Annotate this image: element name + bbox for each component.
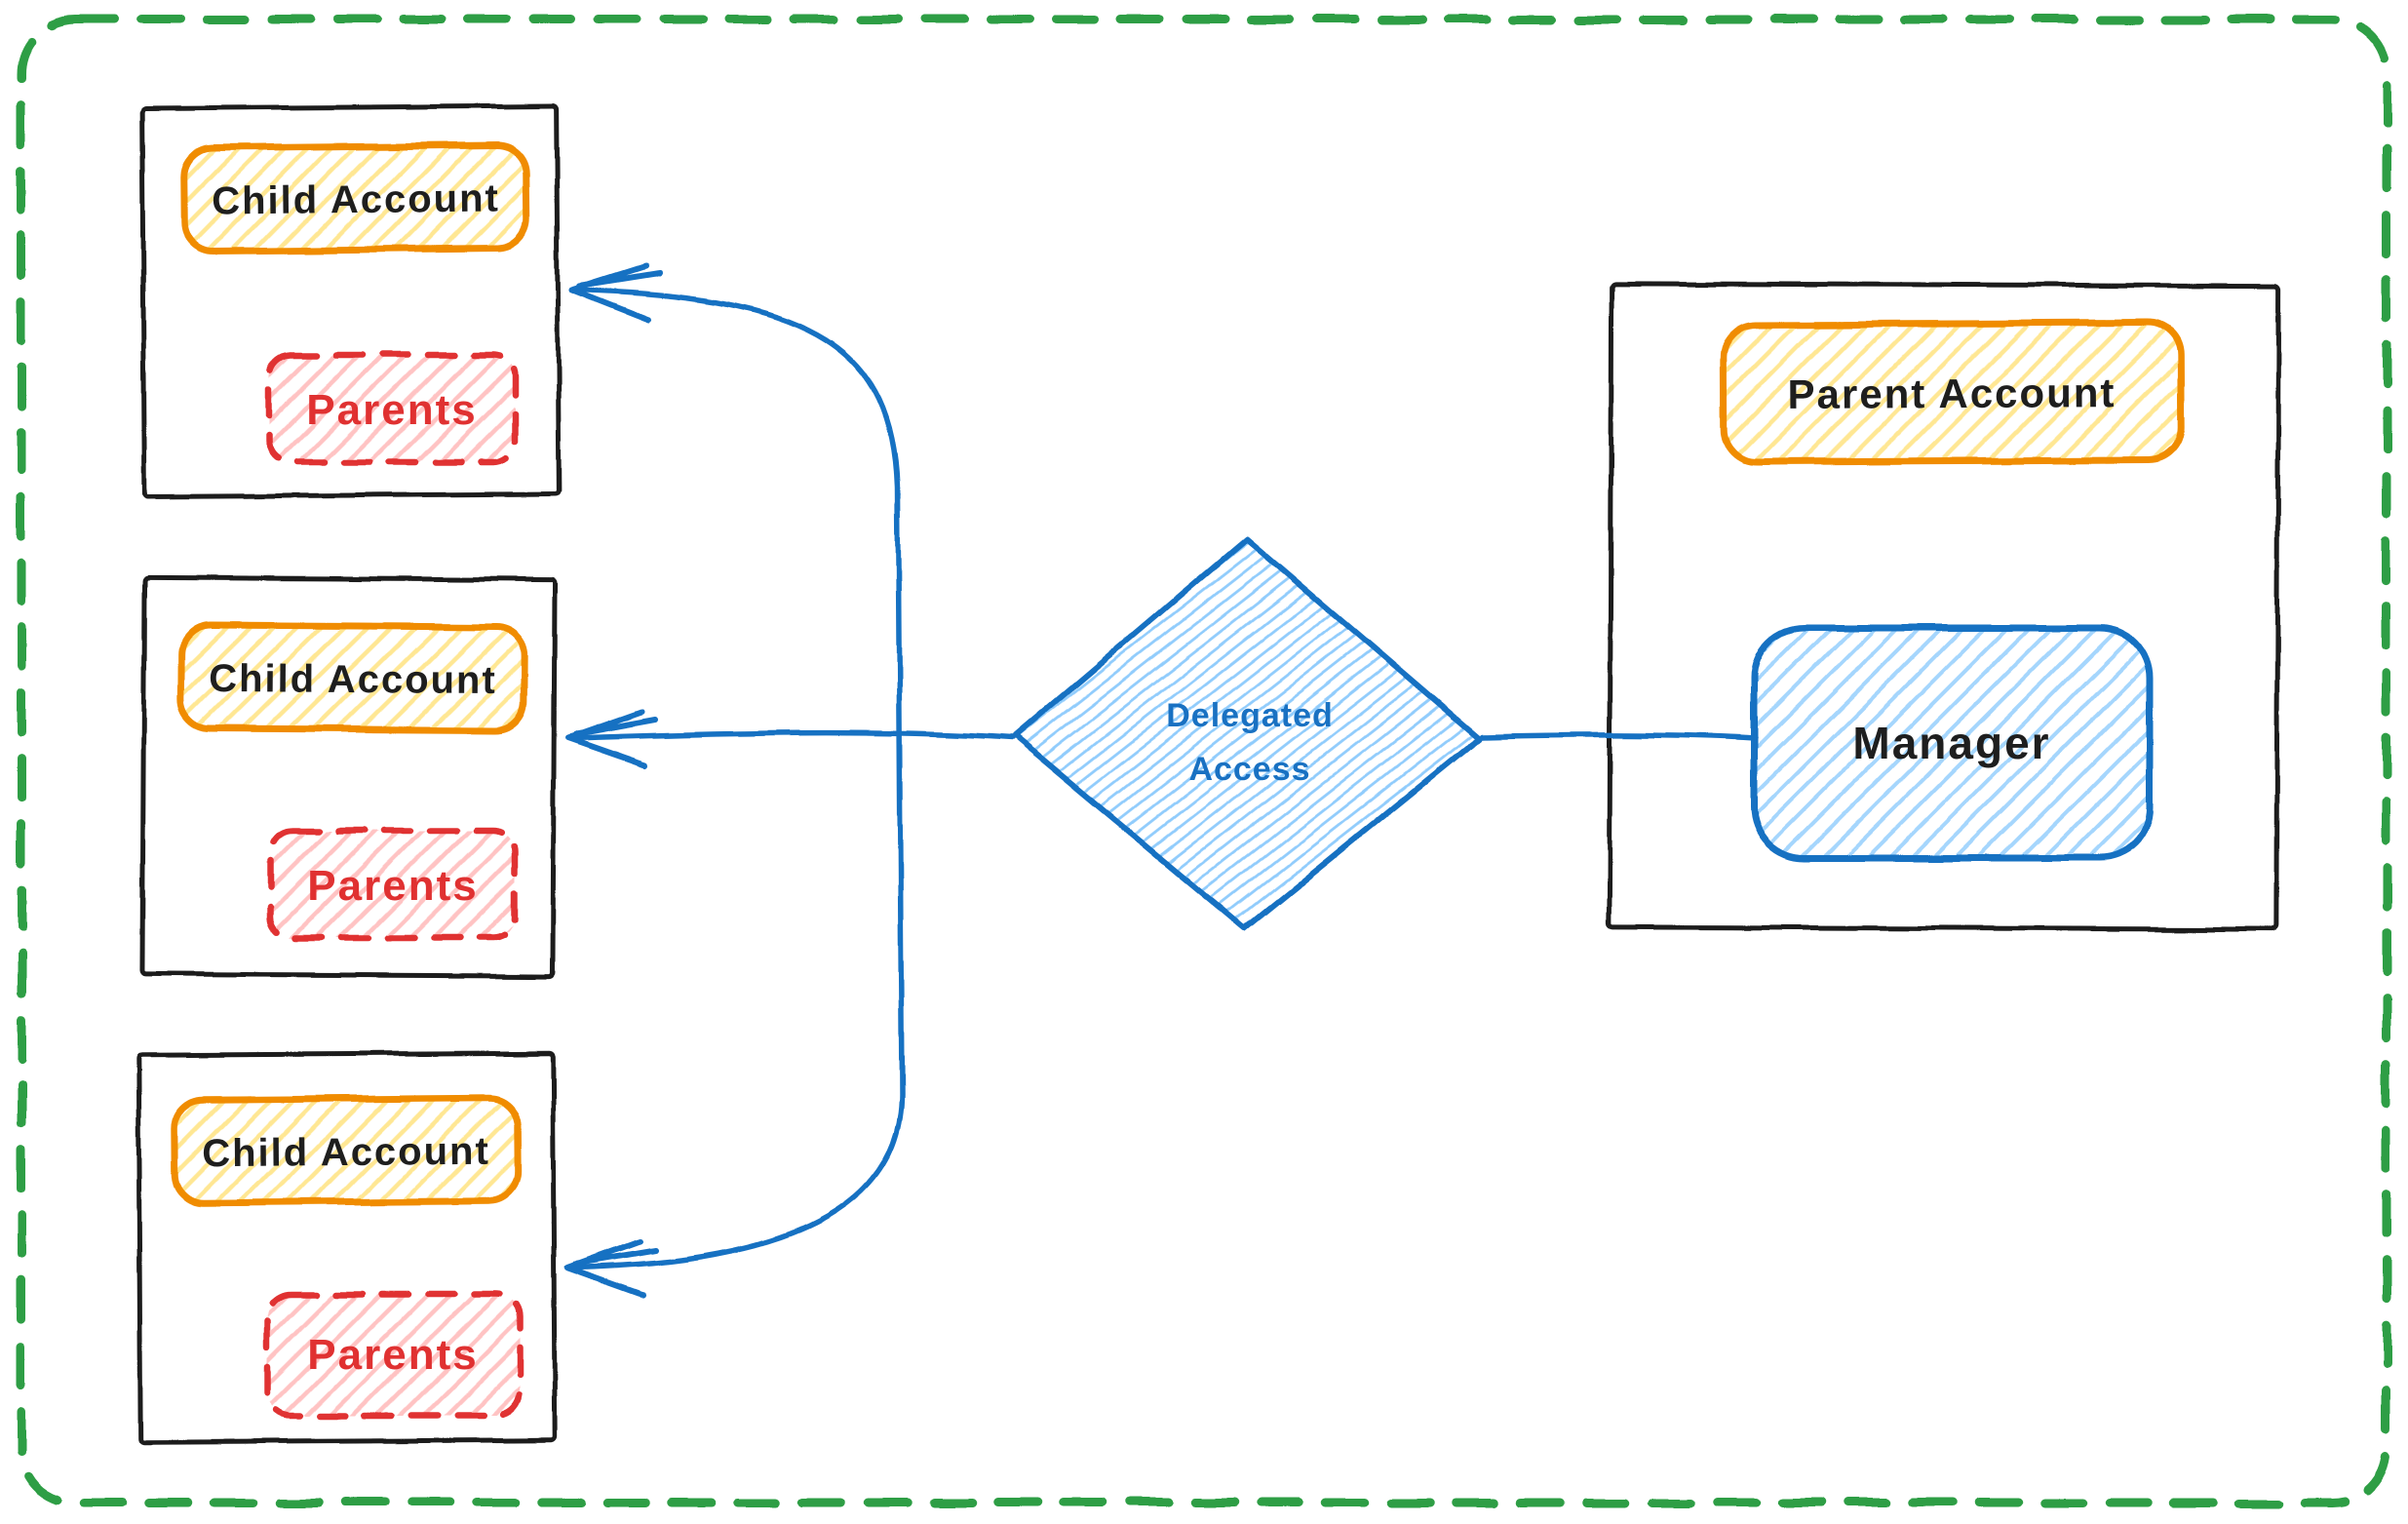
connection-arrows: [564, 263, 1758, 1298]
parent-account-label: Parent Account: [1787, 370, 2116, 417]
child-account-node-2: [139, 574, 558, 979]
delegated-access-label-line1: Delegated: [1166, 697, 1334, 734]
parent-account-container: [1607, 281, 2281, 932]
child-account-3-container: [136, 1050, 558, 1445]
child-account-2-container: [139, 574, 558, 979]
child-account-1-parents-label: Parents: [306, 386, 477, 434]
child-account-3-label: Child Account: [202, 1130, 490, 1176]
child-account-node-3: [136, 1050, 558, 1445]
child-account-2-pill: [177, 621, 528, 734]
child-account-1-label: Child Account: [212, 176, 500, 222]
child-account-1-container: [139, 103, 562, 499]
delegated-access-label-line2: Access: [1188, 751, 1310, 788]
child-account-1-pill: [180, 140, 531, 255]
edge-manager-to-delegation: [1479, 731, 1758, 741]
parent-account-pill: [1720, 319, 2185, 466]
child-account-1-parents-box: [265, 351, 519, 466]
child-account-2-label: Child Account: [209, 657, 497, 702]
parent-account-node: [1607, 281, 2281, 932]
arrowhead-child-2: [564, 709, 658, 768]
edge-delegation-to-child-2: [567, 729, 1015, 741]
child-account-2-parents-label: Parents: [307, 862, 478, 910]
child-account-3-parents-box: [263, 1290, 524, 1420]
child-account-3-pill: [171, 1094, 522, 1207]
child-account-3-parents-label: Parents: [307, 1331, 478, 1379]
arrowhead-child-3: [564, 1238, 658, 1298]
child-account-2-parents-box: [267, 827, 519, 942]
child-account-node-1: [139, 103, 562, 499]
edge-delegation-to-child-1-and-3: [564, 287, 905, 1270]
canvas-dashed-border: [17, 15, 2391, 1507]
manager-label: Manager: [1852, 718, 2050, 768]
delegated-access-diamond: [1012, 536, 1482, 931]
arrowhead-child-1: [568, 263, 662, 323]
manager-box: [1750, 624, 2154, 862]
